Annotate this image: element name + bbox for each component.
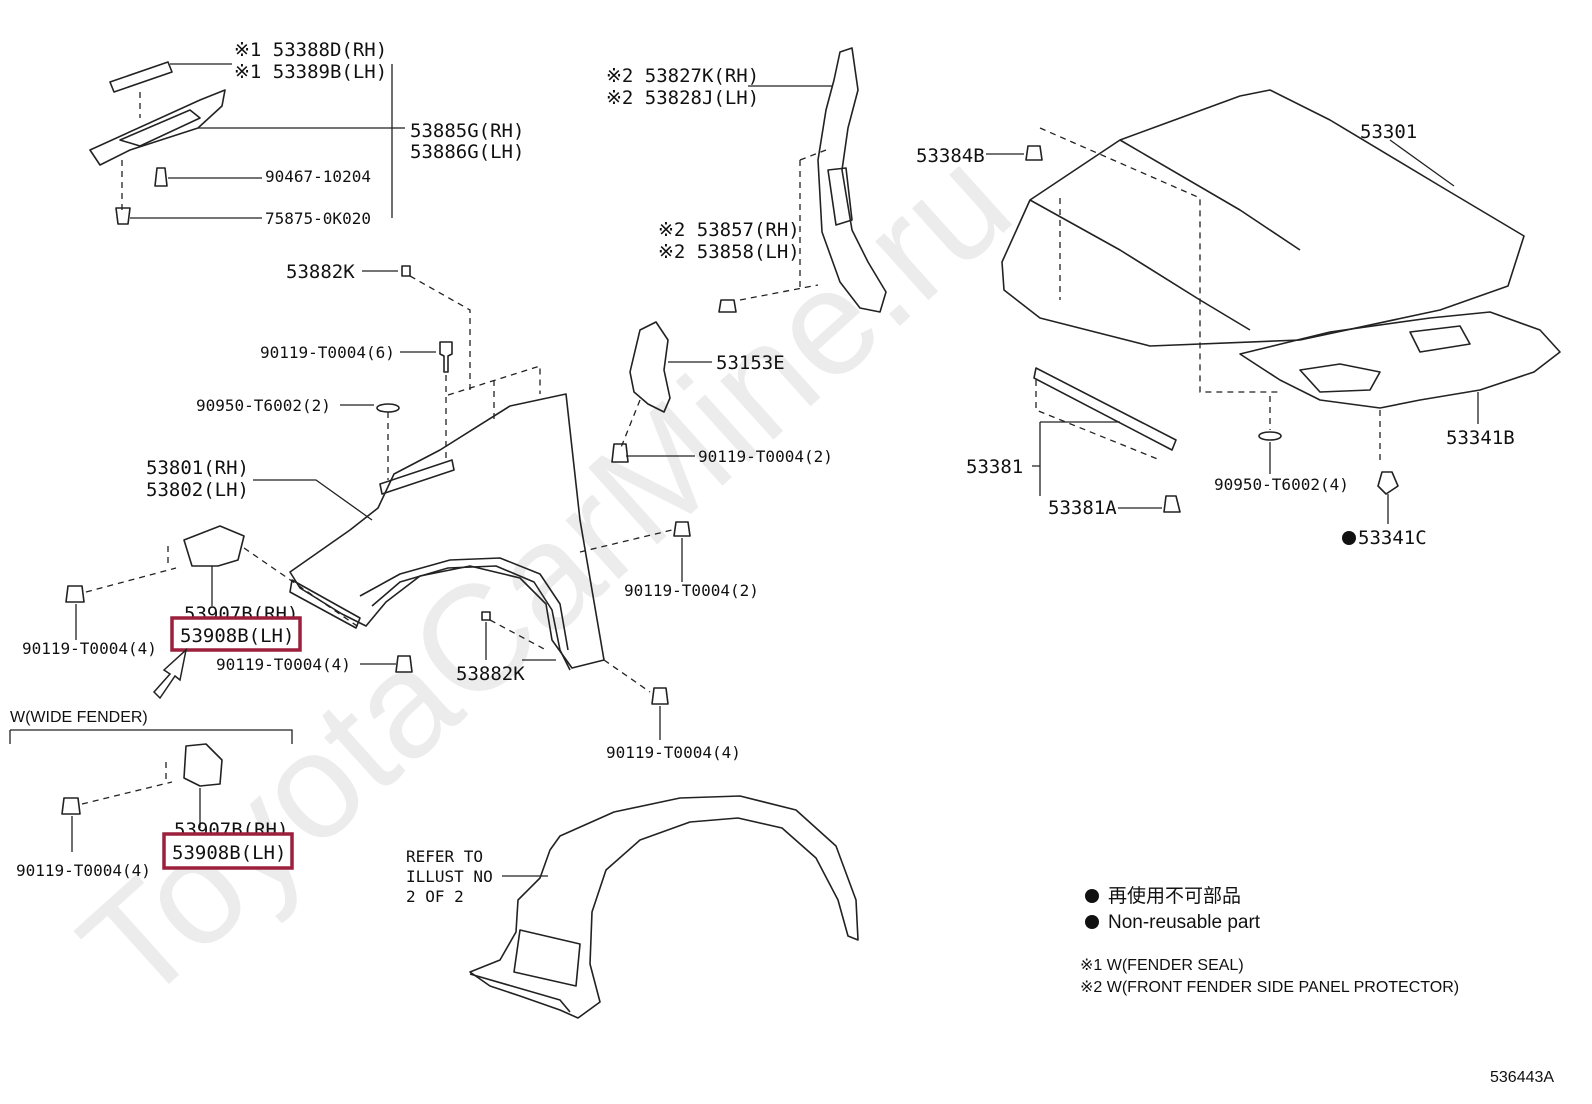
label-53301: 53301 (1360, 121, 1417, 143)
label-75875: 75875-0K020 (265, 209, 371, 228)
label-53882k-bottom: 53882K (456, 663, 525, 685)
fender-drawing (289, 393, 605, 671)
label-53858: ※2 53858(LH) (658, 241, 800, 263)
label-53886g: 53886G(LH) (410, 141, 524, 163)
label-90119-2b: 90119-T0004(2) (624, 581, 759, 600)
label-90119-4a: 90119-T0004(4) (22, 639, 157, 658)
label-90950-4: 90950-T6002(4) (1214, 475, 1349, 494)
bracket-53908b-upper-drawing (65, 525, 413, 673)
label-53381a: 53381A (1048, 497, 1117, 519)
watermark: ToyotaCarMine.ru (49, 117, 1041, 1034)
label-90119-6: 90119-T0004(6) (260, 343, 395, 362)
non-reusable-dot-53341c (1342, 531, 1356, 545)
diagram-id: 536443A (1490, 1069, 1554, 1086)
label-53828j: ※2 53828J(LH) (606, 87, 759, 109)
label-53857: ※2 53857(RH) (658, 219, 800, 241)
label-refer-2: ILLUST NO (406, 867, 493, 886)
hood-drawing (1001, 89, 1525, 393)
label-53801: 53801(RH) (146, 457, 249, 479)
label-90950-2: 90950-T6002(2) (196, 396, 331, 415)
label-90119-4d: 90119-T0004(4) (16, 861, 151, 880)
label-53341b: 53341B (1446, 427, 1515, 449)
label-53384b: 53384B (916, 145, 985, 167)
bracket-53908b-lower-drawing (61, 743, 223, 815)
label-refer-1: REFER TO (406, 847, 483, 866)
legend-non-reusable-jp: 再使用不可部品 (1108, 885, 1241, 907)
label-53882k-top: 53882K (286, 261, 355, 283)
label-90119-2a: 90119-T0004(2) (698, 447, 833, 466)
highlight-box-upper (170, 616, 302, 652)
label-90119-4c: 90119-T0004(4) (606, 743, 741, 762)
hood-insulator-drawing (1239, 311, 1561, 460)
fender-liner-drawing (469, 795, 859, 1019)
legend-non-reusable-en: Non-reusable part (1108, 912, 1261, 933)
label-53389b: ※1 53389B(LH) (234, 61, 387, 83)
label-53381: 53381 (966, 456, 1023, 478)
legend-note-1: ※1 W(FENDER SEAL) (1080, 957, 1244, 974)
legend-dot-jp (1085, 889, 1099, 903)
label-wide-fender: W(WIDE FENDER) (10, 709, 148, 726)
pointer-arrow (152, 647, 188, 700)
label-53908b-lower: 53908B(LH) (172, 842, 286, 864)
label-53388d: ※1 53388D(RH) (234, 39, 387, 61)
label-53341c: 53341C (1358, 527, 1427, 549)
side-panel-protector-drawing (718, 47, 887, 313)
legend-note-2: ※2 W(FRONT FENDER SIDE PANEL PROTECTOR) (1080, 979, 1459, 996)
legend-dot-en (1085, 915, 1099, 929)
hood-seal-drawing (1033, 367, 1181, 513)
label-53802: 53802(LH) (146, 479, 249, 501)
label-53153e: 53153E (716, 352, 785, 374)
bracket-53153e-drawing (611, 321, 671, 463)
fender-seal-drawing (89, 61, 226, 225)
label-53827k: ※2 53827K(RH) (606, 65, 759, 87)
label-refer-3: 2 OF 2 (406, 887, 464, 906)
label-90119-4b: 90119-T0004(4) (216, 655, 351, 674)
highlight-box-lower (162, 832, 294, 870)
label-53885g: 53885G(RH) (410, 120, 524, 142)
label-90467: 90467-10204 (265, 167, 371, 186)
label-53908b-upper: 53908B(LH) (180, 625, 294, 647)
